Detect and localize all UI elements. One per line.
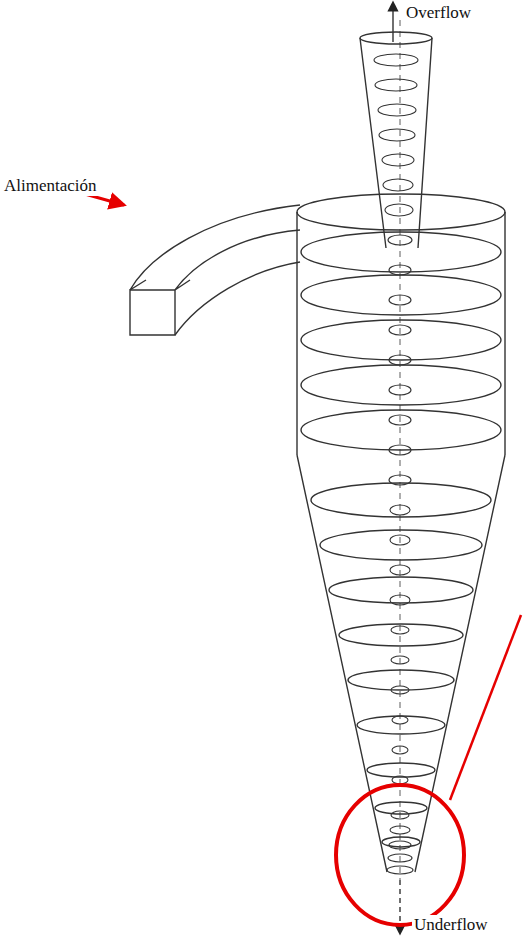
leader-line	[450, 615, 521, 800]
overflow-label: Overflow	[404, 3, 473, 23]
cylinder-body	[297, 212, 505, 455]
cone	[297, 455, 505, 872]
overflow-arrow	[392, 6, 393, 42]
underflow-label: Underflow	[412, 915, 490, 935]
underflow-arrow	[399, 880, 400, 930]
highlight-circle	[336, 785, 464, 925]
cylinder-top	[297, 194, 505, 230]
inlet-duct	[130, 290, 175, 335]
vortex-finder	[360, 38, 432, 248]
feed-label: Alimentación	[2, 176, 99, 196]
